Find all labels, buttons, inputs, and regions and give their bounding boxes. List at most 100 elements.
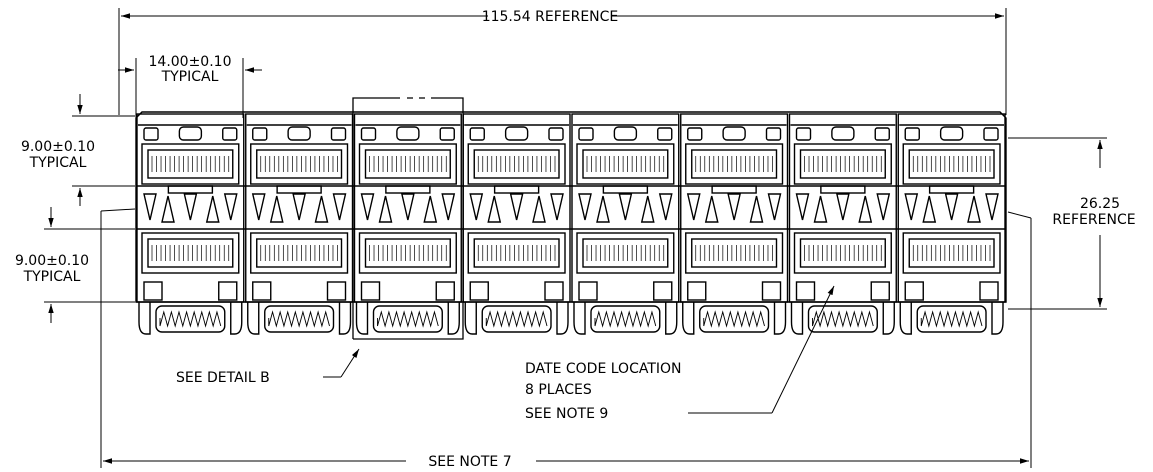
bottom-tab-right — [653, 281, 673, 301]
lower-height-value: 9.00±0.10 — [15, 253, 89, 269]
bottom-tab-right — [544, 281, 564, 301]
window-center — [722, 126, 746, 141]
date-code-line1: DATE CODE LOCATION — [525, 361, 682, 377]
window-left — [687, 127, 703, 141]
band-latch — [928, 185, 975, 194]
band-triangle — [749, 195, 764, 223]
band-triangle — [269, 195, 284, 223]
port-column — [680, 113, 789, 303]
band-triangle — [704, 195, 719, 223]
band-triangle — [161, 195, 175, 223]
upper-height-value: 9.00±0.10 — [21, 139, 95, 155]
port-pitch-dimension — [118, 58, 262, 118]
port-column — [136, 113, 245, 303]
spring-contact — [159, 310, 222, 328]
band-triangle — [292, 193, 307, 221]
band-triangle — [423, 195, 438, 223]
band-triangle — [205, 195, 220, 223]
leg-right — [991, 302, 1004, 335]
leg-right — [773, 302, 787, 335]
bottom-tab-left — [252, 281, 272, 301]
window-right — [222, 127, 238, 141]
window-left — [143, 127, 159, 141]
spring-housing — [372, 305, 443, 333]
bottom-tab-left — [360, 281, 381, 301]
lower-port-inner — [799, 238, 886, 268]
upper-port — [358, 143, 457, 185]
band-triangle — [251, 193, 266, 221]
window-center — [178, 126, 203, 141]
leg-left — [573, 302, 586, 335]
leg-left — [682, 302, 695, 335]
spring-housing — [481, 305, 552, 333]
bottom-tab-right — [761, 281, 782, 301]
band-triangle — [858, 195, 873, 223]
band-triangle — [360, 193, 375, 221]
band-triangle — [183, 193, 198, 221]
upper-height-note: TYPICAL — [29, 155, 87, 171]
leg-right — [338, 302, 352, 335]
upper-port — [141, 143, 240, 185]
band-triangle — [640, 195, 655, 223]
band-triangle — [332, 193, 347, 221]
band-latch — [820, 185, 866, 194]
bottom-width-dimension — [100, 208, 1032, 468]
spring-housing — [699, 305, 770, 333]
spring-contact — [594, 310, 657, 328]
detail-b-callout: SEE DETAIL B — [176, 370, 270, 386]
window-left — [360, 127, 377, 141]
overall-width-dimension — [118, 8, 1007, 115]
total-height-value: 26.25 — [1080, 196, 1120, 212]
bottom-tab-left — [469, 281, 489, 301]
lower-port — [902, 232, 1001, 274]
outer-housing — [135, 111, 1007, 303]
band-triangle — [835, 193, 850, 221]
window-right — [657, 127, 673, 141]
upper-port-inner — [364, 149, 451, 179]
leg-left — [138, 302, 151, 335]
total-height-note: REFERENCE — [1052, 212, 1135, 228]
lower-port-inner — [908, 238, 995, 268]
upper-port-inner — [908, 149, 995, 179]
upper-port — [467, 143, 566, 185]
band-triangle — [441, 193, 456, 221]
window-left — [578, 127, 594, 141]
window-left — [904, 127, 920, 141]
lower-port — [467, 232, 566, 274]
window-center — [504, 126, 529, 141]
band-triangle — [314, 195, 329, 223]
bottom-tab-right — [326, 281, 347, 301]
upper-port-inner — [256, 149, 343, 179]
lower-port — [685, 232, 784, 274]
lower-height-note: TYPICAL — [23, 269, 81, 285]
upper-port-inner — [691, 149, 778, 179]
spring-contact — [377, 310, 439, 328]
window-right — [330, 127, 347, 141]
bottom-tab-left — [687, 281, 707, 301]
leg-left — [790, 302, 804, 335]
spring-contact — [485, 310, 548, 328]
band-triangle — [532, 195, 546, 223]
leg-right — [556, 302, 569, 335]
spring-housing — [264, 305, 335, 333]
lower-port-inner — [473, 238, 560, 268]
total-height-dimension — [1008, 137, 1107, 310]
leg-left — [247, 302, 260, 335]
bottom-tab-right — [435, 281, 455, 301]
upper-port — [685, 143, 784, 185]
band-latch — [602, 185, 649, 194]
leg-right — [447, 302, 460, 335]
band-latch — [711, 185, 757, 194]
band-triangle — [143, 193, 157, 221]
band-latch — [385, 185, 431, 194]
port-column — [897, 113, 1006, 303]
port-pitch-note: TYPICAL — [161, 69, 219, 85]
spring-contact — [703, 310, 765, 328]
band-latch — [167, 185, 214, 194]
upper-port-inner — [147, 149, 234, 179]
window-right — [874, 127, 890, 141]
bottom-tab-right — [218, 281, 238, 301]
overall-width-label: 115.54 REFERENCE — [482, 9, 619, 25]
band-triangle — [727, 193, 742, 221]
window-left — [469, 127, 485, 141]
